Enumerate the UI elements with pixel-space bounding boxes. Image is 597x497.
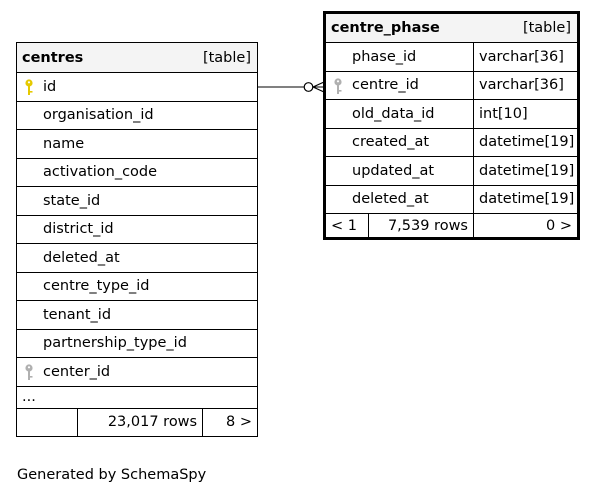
column-name: centre_type_id bbox=[43, 278, 150, 295]
column-row[interactable]: centre_id varchar[36] bbox=[324, 70, 579, 100]
column-name: centre_id bbox=[352, 77, 419, 94]
table-footer: < 1 7,539 rows 0 > bbox=[323, 213, 579, 239]
column-name: old_data_id bbox=[352, 105, 435, 122]
table-footer: 23,017 rows 8 > bbox=[15, 407, 258, 437]
parents-count[interactable]: < 1 bbox=[323, 213, 370, 239]
children-count[interactable]: 0 > bbox=[473, 213, 579, 239]
column-row[interactable]: center_id bbox=[16, 357, 258, 387]
table-name: centre_phase bbox=[331, 20, 440, 36]
column-name: name bbox=[43, 135, 85, 152]
table-centres[interactable]: centres [table] id organisation_id name … bbox=[15, 42, 258, 437]
foreign-key-icon bbox=[25, 364, 33, 380]
column-name: phase_id bbox=[352, 48, 417, 65]
column-row[interactable]: updated_at datetime[19] bbox=[324, 156, 579, 186]
ellipsis: ... bbox=[22, 389, 36, 405]
column-name: deleted_at bbox=[43, 249, 120, 266]
table-kind: [table] bbox=[522, 20, 571, 36]
parents-count[interactable] bbox=[15, 407, 79, 437]
column-name: activation_code bbox=[43, 164, 158, 181]
row-count: 7,539 rows bbox=[368, 213, 474, 239]
children-count[interactable]: 8 > bbox=[202, 407, 258, 437]
table-centre-phase[interactable]: centre_phase [table] phase_id varchar[36… bbox=[323, 11, 580, 240]
generated-by: Generated by SchemaSpy bbox=[17, 467, 207, 483]
column-row[interactable]: state_id bbox=[16, 186, 258, 216]
table-header: centre_phase [table] bbox=[324, 12, 579, 43]
table-header: centres [table] bbox=[16, 42, 258, 73]
column-row[interactable]: district_id bbox=[16, 214, 258, 244]
column-row[interactable]: created_at datetime[19] bbox=[324, 127, 579, 157]
column-name: updated_at bbox=[352, 162, 435, 179]
column-name: partnership_type_id bbox=[43, 335, 187, 352]
optional-circle-icon bbox=[303, 82, 314, 92]
column-name: deleted_at bbox=[352, 191, 429, 208]
column-row[interactable]: deleted_at bbox=[16, 243, 258, 273]
column-name: tenant_id bbox=[43, 306, 112, 323]
column-name: district_id bbox=[43, 221, 114, 238]
column-row[interactable]: activation_code bbox=[16, 157, 258, 187]
table-name: centres bbox=[22, 49, 84, 66]
column-row[interactable]: id bbox=[16, 72, 258, 102]
more-columns-row: ... bbox=[16, 385, 258, 409]
column-row[interactable]: deleted_at datetime[19] bbox=[324, 184, 579, 214]
column-type: datetime[19] bbox=[473, 156, 579, 186]
column-name: organisation_id bbox=[43, 107, 154, 124]
row-count: 23,017 rows bbox=[77, 407, 204, 437]
foreign-key-icon bbox=[334, 77, 342, 94]
column-name: center_id bbox=[43, 363, 111, 380]
column-row[interactable]: tenant_id bbox=[16, 300, 258, 330]
column-name: id bbox=[43, 78, 57, 95]
crowfoot-many-icon bbox=[312, 81, 325, 93]
column-type: datetime[19] bbox=[473, 184, 579, 214]
column-type: varchar[36] bbox=[473, 42, 579, 72]
table-kind: [table] bbox=[202, 49, 251, 66]
column-name: created_at bbox=[352, 134, 430, 151]
column-type: varchar[36] bbox=[473, 70, 579, 100]
column-type: datetime[19] bbox=[473, 127, 579, 157]
column-name: state_id bbox=[43, 192, 101, 209]
column-row[interactable]: phase_id varchar[36] bbox=[324, 42, 579, 72]
primary-key-icon bbox=[25, 79, 33, 95]
